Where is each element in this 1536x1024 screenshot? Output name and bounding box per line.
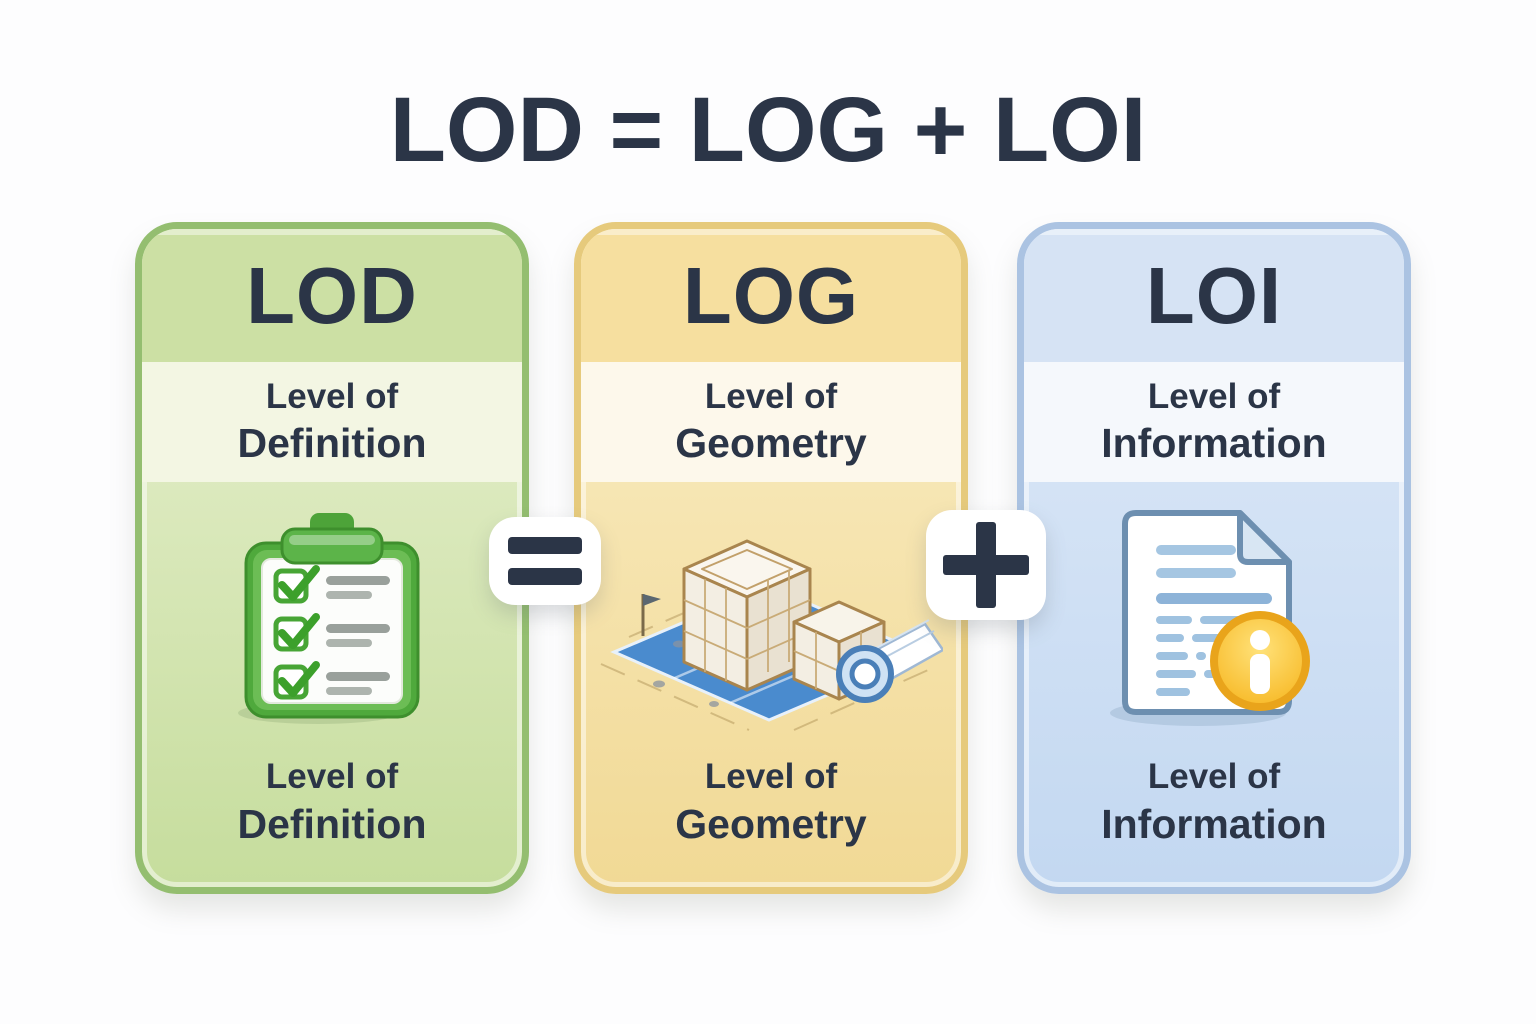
- equals-icon: [489, 517, 601, 605]
- checklist-row-1: [273, 565, 390, 604]
- document-fold: [1237, 510, 1292, 565]
- blueprint-roll: [836, 619, 943, 703]
- card-loi-caption-line2: Information: [1101, 800, 1327, 847]
- card-loi-subtitle-line2: Information: [1101, 420, 1327, 467]
- checklist-clipboard-icon: [238, 513, 420, 724]
- card-loi-acronym: LOI: [1145, 250, 1283, 340]
- card-log-caption-line2: Geometry: [675, 800, 867, 847]
- building-tall: [682, 539, 812, 692]
- card-log-header: LOG: [581, 229, 961, 362]
- card-log-caption-line1: Level of: [704, 757, 838, 796]
- card-log-caption: Level of Geometry: [581, 750, 961, 849]
- equals-bars: [508, 537, 582, 585]
- card-log-subtitle: Level of Geometry: [581, 362, 961, 482]
- card-log-icon-area: [581, 482, 961, 750]
- card-log-subtitle-line1: Level of: [704, 376, 838, 416]
- card-lod-caption: Level of Definition: [142, 750, 522, 849]
- card-loi-subtitle-line1: Level of: [1147, 376, 1281, 416]
- card-lod-subtitle-line2: Definition: [237, 420, 427, 467]
- card-lod-subtitle: Level of Definition: [142, 362, 522, 482]
- card-loi-header: LOI: [1024, 229, 1404, 362]
- card-log-subtitle-line2: Geometry: [675, 420, 867, 467]
- card-lod: LOD Level of Definition: [135, 222, 529, 894]
- plus-bars: [943, 522, 1029, 608]
- card-lod-subtitle-line1: Level of: [265, 376, 399, 416]
- plus-icon: [926, 510, 1046, 620]
- card-lod-icon-area: [142, 482, 522, 750]
- card-log: LOG Level of Geometry: [574, 222, 968, 894]
- document-text-lines: [1156, 545, 1272, 696]
- card-loi-subtitle: Level of Information: [1024, 362, 1404, 482]
- document-info-icon: [1110, 510, 1310, 726]
- card-loi-caption: Level of Information: [1024, 750, 1404, 849]
- checklist-row-3: [273, 661, 390, 700]
- flag: [641, 594, 661, 636]
- card-log-acronym: LOG: [682, 250, 860, 340]
- card-lod-caption-line1: Level of: [265, 757, 399, 796]
- info-badge: [1210, 611, 1310, 711]
- card-lod-header: LOD: [142, 229, 522, 362]
- page-title: LOD = LOG + LOI: [389, 79, 1147, 181]
- card-loi-caption-line1: Level of: [1147, 757, 1281, 796]
- checklist-row-2: [273, 613, 390, 652]
- card-loi: LOI Level of Information: [1017, 222, 1411, 894]
- card-loi-icon-area: [1024, 482, 1404, 750]
- blueprint-building-icon: [600, 539, 943, 731]
- card-lod-caption-line2: Definition: [237, 800, 427, 847]
- card-lod-acronym: LOD: [246, 250, 418, 340]
